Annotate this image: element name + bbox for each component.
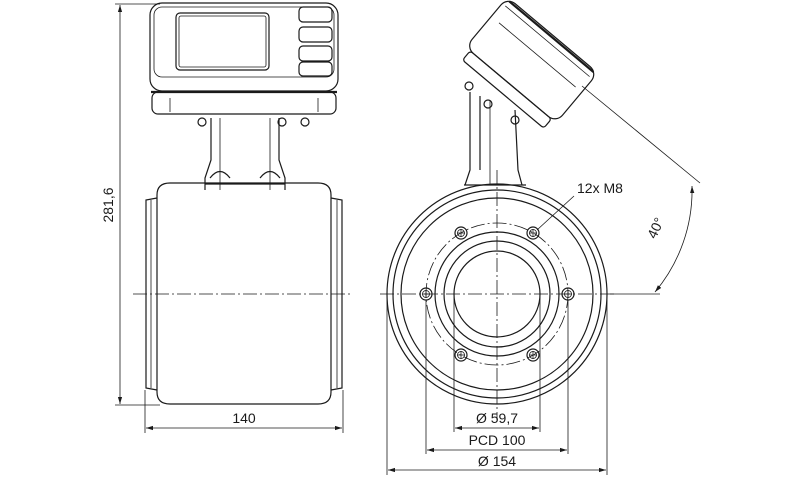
length-dimension: 140 <box>144 390 344 433</box>
bolts-label: 12x M8 <box>577 180 623 196</box>
angle-label: 40° <box>644 215 667 241</box>
bore-label: Ø 59,7 <box>476 410 518 426</box>
height-label: 281,6 <box>100 187 116 222</box>
flange-face <box>380 170 614 420</box>
neck <box>204 118 286 190</box>
height-dimension: 281,6 <box>100 3 160 406</box>
display-buttons <box>298 6 333 77</box>
bolts-callout: 12x M8 <box>536 180 623 231</box>
outer-diameter-label: Ø 154 <box>478 453 516 469</box>
pcd-label: PCD 100 <box>469 432 526 448</box>
length-label: 140 <box>232 410 256 426</box>
display-screen <box>175 12 270 71</box>
bolt-holes <box>419 226 575 362</box>
front-neck <box>464 81 526 186</box>
side-view: 281,6 140 <box>100 2 352 433</box>
tilted-head <box>463 0 595 128</box>
front-view: 12x M8 40° Ø 59,7 PCD 100 Ø 154 <box>380 0 701 475</box>
meter-body <box>133 182 352 405</box>
diameter-dimensions: Ø 59,7 PCD 100 Ø 154 <box>386 294 608 475</box>
display-head <box>149 2 339 127</box>
